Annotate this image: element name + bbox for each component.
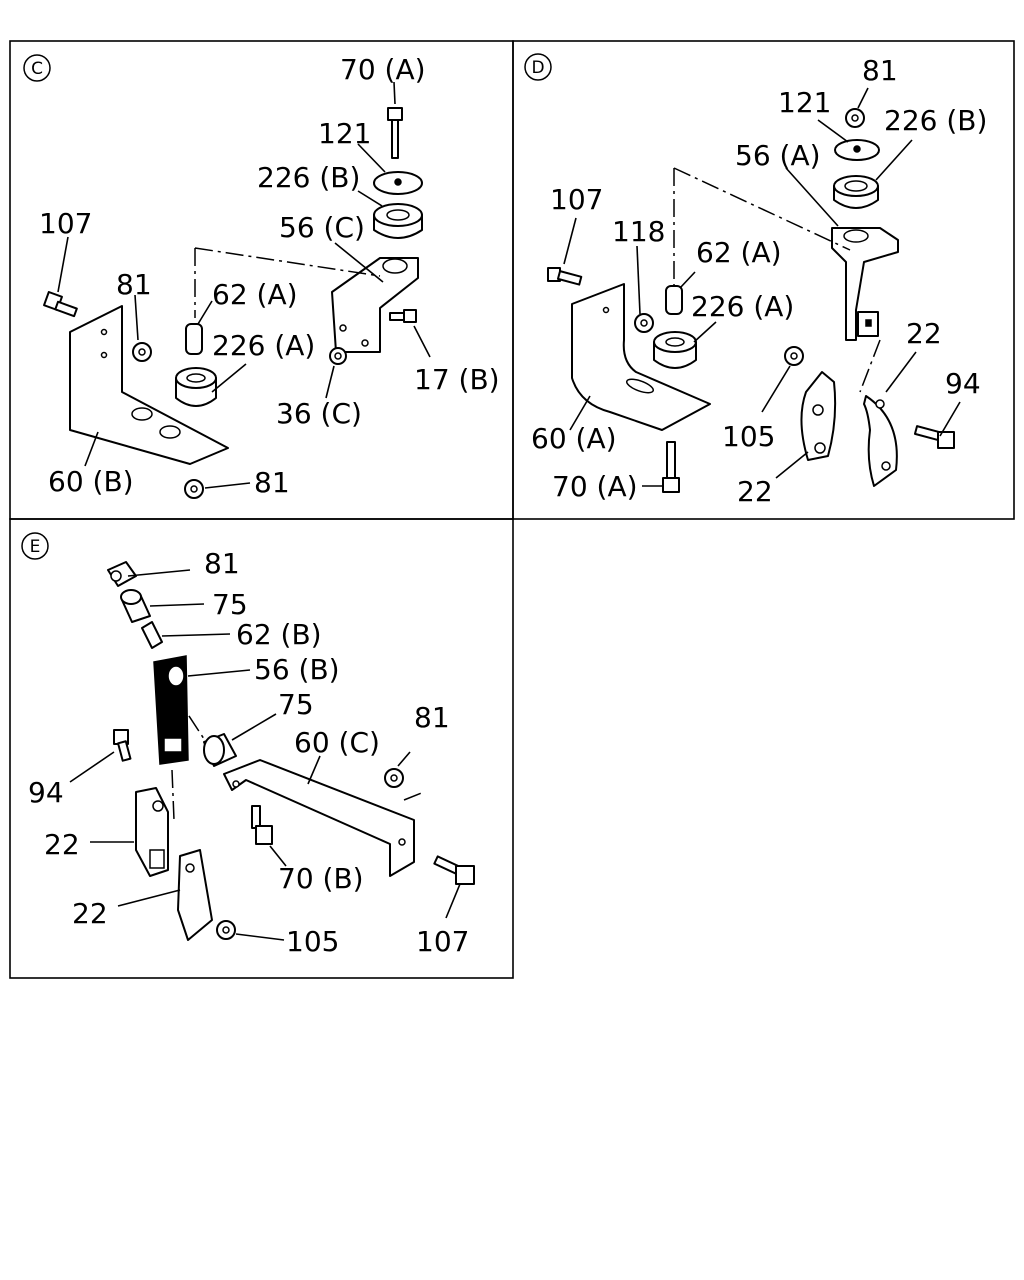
- cushion-226a-part: [175, 367, 217, 407]
- label-105: 105: [286, 925, 339, 958]
- bracket-56c-part: [331, 257, 419, 353]
- label-22-bottom: 22: [737, 475, 773, 508]
- cushion-226b-part: [373, 203, 423, 239]
- bolt-70b-part: [251, 805, 273, 845]
- panel-c-badge: [23, 54, 51, 82]
- label-75-lower: 75: [278, 688, 314, 721]
- clamp-22-upper-part: [135, 787, 169, 877]
- clamp-22-right-part: [863, 395, 898, 487]
- panel-c: C: [23, 53, 500, 499]
- label-81-right: 81: [414, 701, 450, 734]
- label-17b: 17 (B): [414, 363, 500, 396]
- cushion-226a-part: [653, 331, 697, 369]
- label-60c: 60 (C): [294, 726, 380, 759]
- label-81: 81: [116, 268, 152, 301]
- label-60b: 60 (B): [48, 465, 134, 498]
- label-105: 105: [722, 420, 775, 453]
- clamp-22-lower-part: [177, 849, 213, 941]
- panel-e: E: [21, 532, 475, 958]
- label-56a: 56 (A): [735, 139, 821, 172]
- bracket-60b-part: [69, 305, 229, 465]
- panel-e-id: E: [30, 537, 41, 557]
- bushing-75-lower-part: [203, 733, 237, 767]
- bolt-17b-part: [389, 309, 417, 323]
- panel-d: D: [524, 53, 987, 508]
- label-22-top: 22: [906, 317, 942, 350]
- nut-81-top-part: [107, 561, 137, 587]
- label-81-top: 81: [204, 547, 240, 580]
- bolt-107-part: [547, 267, 583, 286]
- panel-d-frame: [512, 40, 1015, 520]
- pin-62b-part: [141, 621, 163, 649]
- label-62a: 62 (A): [696, 236, 782, 269]
- label-94: 94: [945, 367, 981, 400]
- bolt-107-part: [43, 291, 78, 318]
- label-121: 121: [318, 117, 371, 150]
- label-118: 118: [612, 215, 665, 248]
- panel-d-badge: [524, 53, 552, 81]
- label-107: 107: [39, 207, 92, 240]
- bushing-75-top-part: [120, 589, 151, 623]
- clamp-22-left-part: [800, 371, 837, 461]
- pin-62a-part: [665, 285, 683, 315]
- bolt-94-part: [913, 425, 955, 449]
- label-70a: 70 (A): [340, 53, 426, 86]
- bolt-70a-part: [387, 107, 403, 159]
- label-56b: 56 (B): [254, 653, 340, 686]
- label-81-bottom: 81: [254, 466, 290, 499]
- pin-62a-part: [185, 323, 203, 355]
- label-75-top: 75: [212, 588, 248, 621]
- panel-e-frame: [9, 518, 514, 979]
- label-70b: 70 (B): [278, 862, 364, 895]
- label-121: 121: [778, 86, 831, 119]
- label-60a: 60 (A): [531, 422, 617, 455]
- label-226a: 226 (A): [691, 290, 794, 323]
- bolt-94-part: [113, 729, 132, 762]
- bracket-60c-part: [223, 759, 415, 877]
- label-226a: 226 (A): [212, 329, 315, 362]
- cushion-226b-part: [833, 175, 879, 209]
- label-226b: 226 (B): [257, 161, 360, 194]
- label-226b: 226 (B): [884, 104, 987, 137]
- label-22-upper: 22: [44, 828, 80, 861]
- link-56b-part: [153, 655, 189, 765]
- label-62a: 62 (A): [212, 278, 298, 311]
- panel-d-id: D: [531, 58, 544, 78]
- bolt-70a-part: [662, 441, 680, 493]
- label-94: 94: [28, 776, 64, 809]
- panel-e-badge: [21, 532, 49, 560]
- bracket-56a-part: [831, 227, 899, 341]
- label-81: 81: [862, 54, 898, 87]
- label-56c: 56 (C): [279, 211, 365, 244]
- label-36c: 36 (C): [276, 397, 362, 430]
- label-22-lower: 22: [72, 897, 108, 930]
- label-107: 107: [416, 925, 469, 958]
- label-107: 107: [550, 183, 603, 216]
- bolt-107-part: [433, 855, 475, 885]
- label-62b: 62 (B): [236, 618, 322, 651]
- label-70a: 70 (A): [552, 470, 638, 503]
- panel-c-id: C: [31, 59, 43, 79]
- bracket-60a-part: [571, 283, 711, 431]
